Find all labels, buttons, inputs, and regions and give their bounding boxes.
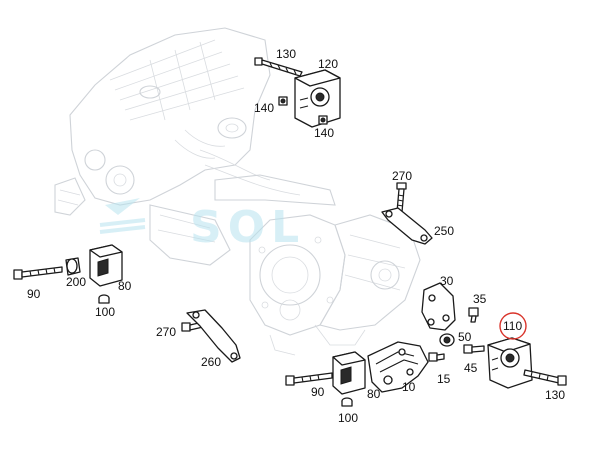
part-260-bracket <box>186 309 241 363</box>
part-90-bolt-bottom <box>285 372 333 386</box>
transmission-ghost <box>249 214 421 356</box>
part-250-bracket <box>381 207 433 245</box>
engine-ghost <box>54 27 336 266</box>
part-270-bolt-top <box>396 182 407 213</box>
part-30-bracket-plate <box>421 282 456 331</box>
part-140-nut-left <box>278 96 288 106</box>
callout-80-bottom: 80 <box>367 387 381 401</box>
callout-15: 15 <box>437 372 451 386</box>
callout-50: 50 <box>458 330 472 344</box>
callout-90-bottom: 90 <box>311 385 325 399</box>
part-80-mount-bottom <box>332 351 366 395</box>
part-15-bolt <box>428 352 445 362</box>
part-200-spacer <box>65 257 81 276</box>
watermark: SOL <box>99 198 305 253</box>
part-45-bolt <box>463 344 485 354</box>
callout-270-bottom: 270 <box>156 325 176 339</box>
callout-90-left: 90 <box>27 287 41 301</box>
watermark-text: SOL <box>190 202 305 253</box>
callout-35: 35 <box>473 292 487 306</box>
part-140-nut-bottom <box>318 115 328 125</box>
callout-140-bottom: 140 <box>314 126 334 140</box>
part-10-transmission-bracket <box>367 341 429 393</box>
callout-100-bottom: 100 <box>338 411 358 425</box>
callout-260: 260 <box>201 355 221 369</box>
callout-250: 250 <box>434 224 454 238</box>
part-120-engine-mount-top <box>294 69 341 128</box>
callout-45: 45 <box>464 361 478 375</box>
part-100-cap-bottom <box>341 397 353 407</box>
part-35-bolt <box>468 307 479 323</box>
part-100-cap-left <box>98 294 110 304</box>
callout-10: 10 <box>402 380 416 394</box>
callout-100-left: 100 <box>95 305 115 319</box>
callout-130-top: 130 <box>276 47 296 61</box>
callout-130-bottom: 130 <box>545 388 565 402</box>
callout-80-left: 80 <box>118 279 132 293</box>
callout-110: 110 <box>503 319 522 333</box>
part-130-bolt-top <box>254 57 303 77</box>
part-130-bolt-bottom <box>523 369 567 386</box>
callout-140-left: 140 <box>254 101 274 115</box>
callout-110-highlight-ring <box>499 312 527 340</box>
part-50-washer <box>439 333 455 347</box>
part-110-engine-mount-right <box>487 337 533 389</box>
callout-30: 30 <box>440 274 454 288</box>
callout-120: 120 <box>318 57 338 71</box>
part-90-bolt-left <box>13 266 63 280</box>
part-80-mount-left <box>89 244 123 287</box>
callout-270-top: 270 <box>392 169 412 183</box>
callout-200: 200 <box>66 275 86 289</box>
